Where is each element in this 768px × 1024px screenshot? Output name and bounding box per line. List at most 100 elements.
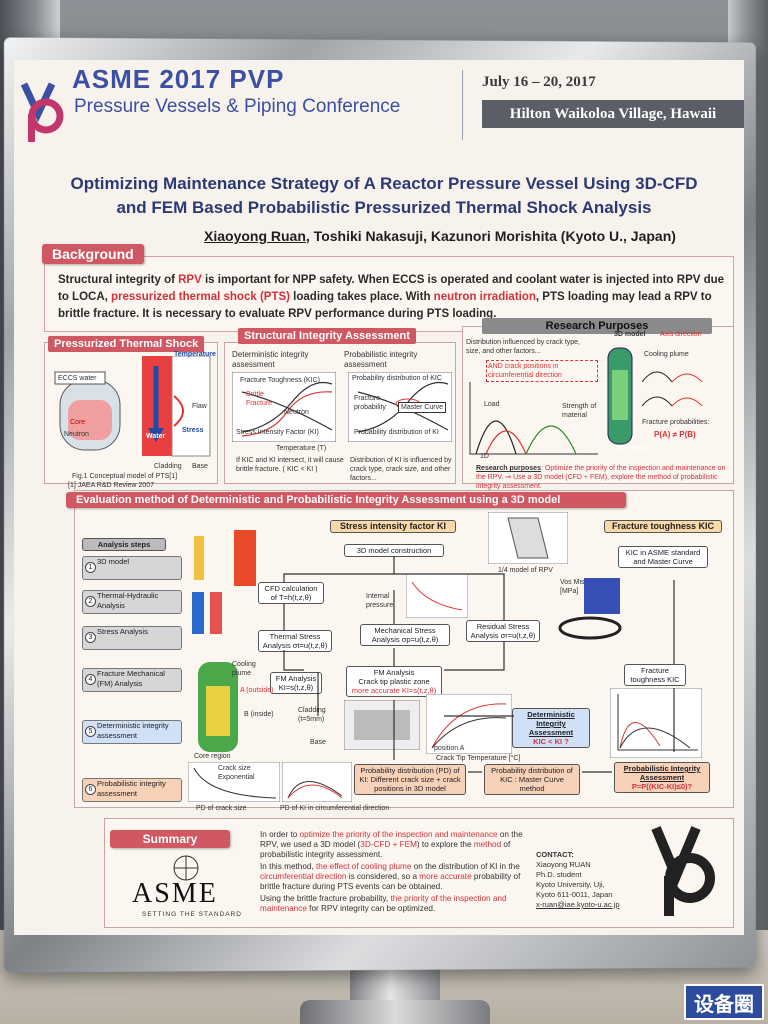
sp2c: on the distribution of KI in the (411, 862, 520, 871)
header-divider (462, 70, 463, 140)
det-cond-label: KIC < KI ? (533, 737, 569, 746)
fp-probabilities-label: Fracture probabilities: (642, 419, 710, 426)
step-4-label: Fracture Mechanical (FM) Analysis (97, 669, 165, 688)
bg-text-1: Structural integrity of (58, 274, 179, 286)
neutron-label: Neutron (64, 431, 89, 438)
exponential-label: Exponential (218, 774, 255, 781)
det-note: If KIC and KI intersect, it will cause b… (236, 457, 344, 473)
crack-pos-text: AND crack positions in circumferential d… (486, 360, 598, 382)
axis-dir-label: Axis direction (660, 331, 702, 338)
conference-dates: July 16 – 20, 2017 (482, 74, 596, 90)
bg-text-2: is important for NPP safety. When ECCS i… (58, 274, 725, 303)
a-outside-label: A (outside) (240, 687, 274, 694)
conference-subtitle: Pressure Vessels & Piping Conference (74, 96, 401, 117)
residual-stress-box: Residual Stress Analysis σr=u(t,z,θ) (466, 620, 540, 642)
first-author: Xiaoyong Ruan (204, 228, 306, 244)
flaw-label: Flaw (192, 403, 207, 410)
cladding-label: Cladding (154, 463, 182, 470)
rpv-3d-model (607, 347, 633, 445)
contact-address: Kyoto 611-0011, Japan (536, 890, 613, 899)
water-label: Water (146, 433, 166, 440)
sp2a: In this method, (260, 862, 316, 871)
pd-ki-circ-label: PD of KI in circumferential direction (280, 805, 390, 812)
pd-crack-label: PD of crack size (196, 805, 247, 812)
contact-role: Ph.D. student (536, 870, 582, 879)
fm-analysis-2-label: FM Analysis (373, 668, 415, 677)
contact-email: x-ruan@iae.kyoto-u.ac.jp (536, 900, 620, 909)
det-chart-icon (232, 372, 336, 442)
pd-ki-label: Probability distribution of KI (354, 429, 439, 436)
pts-reference: [1] JAEA R&D Review 2007 (68, 482, 154, 489)
sp2g: probability of brittle fracture during P… (260, 872, 521, 891)
research-panel (462, 326, 734, 484)
contact-head: CONTACT: (536, 850, 574, 859)
pts-stress-diagram (142, 356, 211, 457)
sp2d: circumferential direction (260, 872, 347, 881)
brittle-label: Brittle Fracture (246, 391, 273, 407)
sp2b: the effect of cooling plume (315, 862, 412, 871)
pts-panel-title: Pressurized Thermal Shock (48, 336, 205, 352)
summary-point-1: In order to optimize the priority of the… (260, 830, 526, 860)
title-line-1: Optimizing Maintenance Strategy of A Rea… (70, 174, 698, 193)
pd-ki-box: Probability distribution (PD) of KI: Dif… (354, 764, 466, 795)
pd-kic-label: Probability distribution of KIC (352, 375, 442, 382)
kic-note: KIC in ASME standard and Master Curve (618, 546, 708, 568)
model-construct: 3D model construction (344, 544, 444, 557)
sp1g: of probabilistic integrity assessment. (260, 840, 511, 859)
steps-head: Analysis steps (82, 538, 166, 551)
step-5-label: Deterministic integrity assessment (97, 721, 169, 740)
purposes-label: Research purposes (476, 465, 541, 472)
prob-assess-label: Probabilistic Integrity Assessment (623, 764, 701, 782)
cooling-plume-label: Cooling plume (644, 351, 689, 358)
sif-head: Stress intensity factor KI (330, 520, 456, 533)
conference-venue: Hilton Waikoloa Village, Hawaii (482, 100, 744, 128)
crack-size-label: Crack size (218, 765, 251, 772)
sp1d: 3D-CFD + FEM (360, 840, 417, 849)
pressure-chart (406, 574, 468, 618)
dist-text: Distribution influenced by crack type, s… (466, 339, 580, 355)
more-accurate-label: more accurate KI=s(t,z,θ) (351, 686, 437, 695)
internal-pressure-label: Internal pressure (366, 593, 394, 609)
sia-neutron-label: Neutron (284, 409, 309, 416)
stress-label: Stress (182, 427, 204, 434)
evaluation-heading: Evaluation method of Deterministic and P… (66, 492, 626, 508)
b-inside-label: B (inside) (244, 711, 274, 718)
bg-text-pts: pressurized thermal shock (PTS) (111, 291, 290, 303)
summary-heading: Summary (110, 830, 230, 848)
contact-block: CONTACT: Xiaoyong RUAN Ph.D. student Kyo… (536, 850, 646, 910)
core-region-eval-label: Core region (194, 753, 231, 760)
sp2f: more accurate (419, 872, 472, 881)
ab-curves-chart (642, 371, 703, 407)
sp2e: is considered, so a (346, 872, 420, 881)
pts-caption: Fig.1 Conceptual model of PTS[1] (72, 473, 178, 480)
poster-title: Optimizing Maintenance Strategy of A Rea… (34, 172, 734, 220)
bg-text-4: , PTS loading may lead a RPV to brittle … (58, 291, 712, 320)
sp1e: ) to explore the (416, 840, 474, 849)
prob-head: Probabilistic integrity assessment (344, 350, 418, 369)
background-text: Structural integrity of RPV is important… (58, 272, 728, 323)
det-head: Deterministic integrity assessment (232, 350, 309, 369)
authors: Xiaoyong Ruan, Toshiki Nakasuji, Kazunor… (204, 228, 676, 244)
ft-label: Fracture Toughness (KIC) (240, 377, 321, 384)
pvp-logo-icon (20, 82, 64, 142)
position-a-label: position A (434, 745, 465, 752)
research-title: Research Purposes (482, 318, 712, 334)
sp1c: on the RPV, we used a 3D model ( (260, 830, 523, 849)
poster: ASME 2017 PVP Pressure Vessels & Piping … (14, 60, 744, 935)
quarter-model-label: 1/4 model of RPV (498, 567, 553, 574)
residual-stress-image (558, 578, 622, 640)
bg-text-neutron: neutron irradiation (433, 291, 536, 303)
master-curve-label: Master Curve (398, 402, 447, 413)
det-assess-label: Deterministic Integrity Assessment (527, 710, 575, 737)
prob-eq-label: P=P((KIC-KI)≤0)? (631, 782, 693, 791)
step-1-label: 3D model (97, 557, 130, 566)
crack-size-chart (188, 762, 280, 802)
core-label: Core (70, 419, 86, 426)
thermal-stress-image (192, 592, 222, 634)
pd-ki-circ-chart (282, 762, 352, 802)
base-eval-label: Base (310, 739, 326, 746)
sp1f: method (473, 840, 502, 849)
